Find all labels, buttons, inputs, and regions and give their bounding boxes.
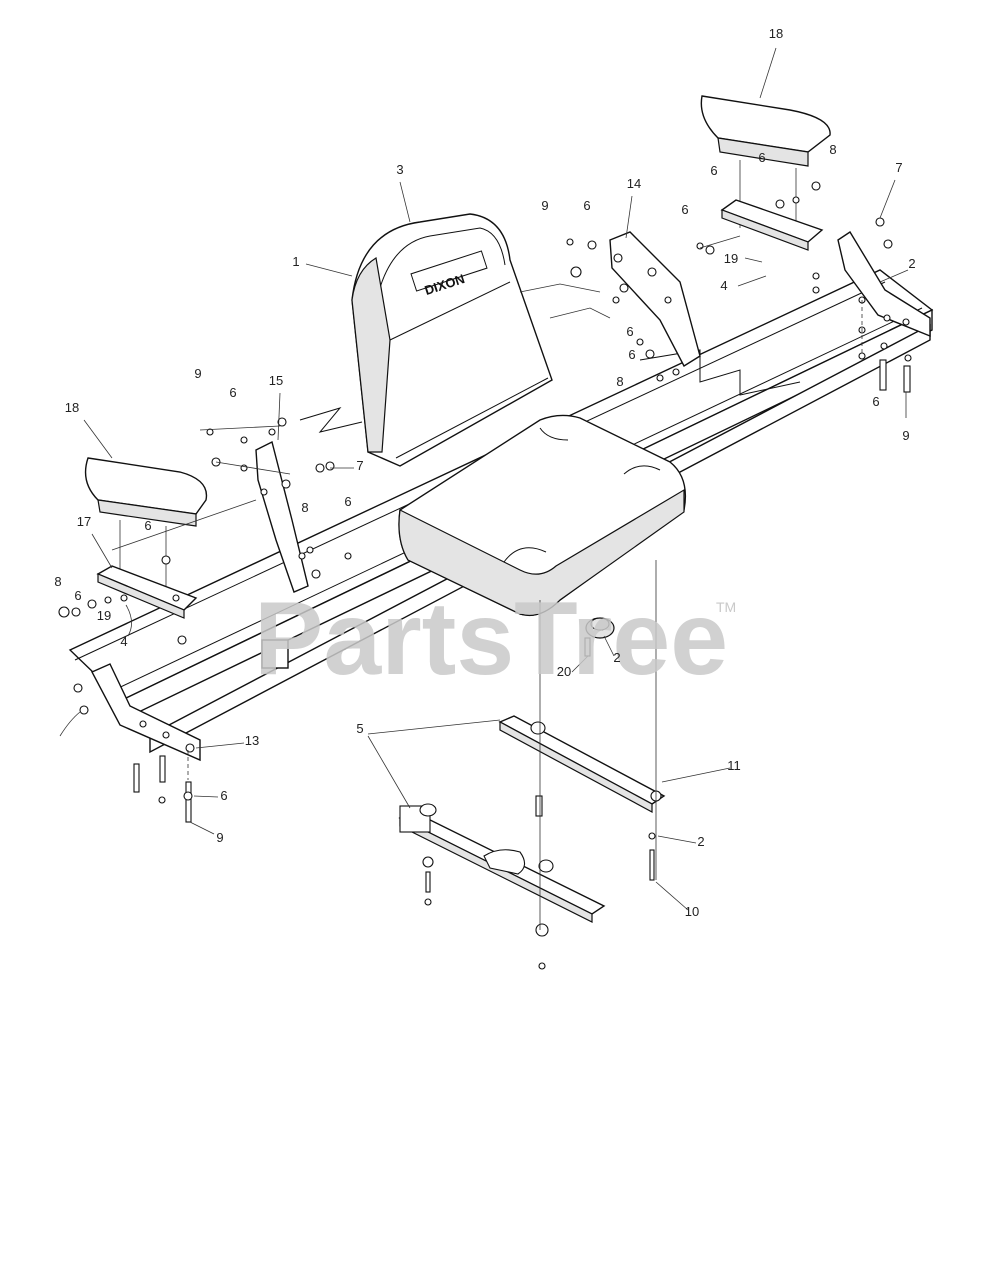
callout-c-6-right-low: 6 [872,394,879,409]
seat-slide-rail-lower [398,803,606,970]
callout-c-8-mid: 8 [616,374,623,389]
callout-c-7-left: 7 [356,458,363,473]
armrest-bracket-left [58,555,198,645]
callout-c-20: 20 [557,664,571,679]
callout-c-6-left-c: 6 [74,588,81,603]
callout-c-6-top-d: 6 [758,150,765,165]
callout-c-1: 1 [292,254,299,269]
left-frame-hardware [59,711,193,823]
callout-c-10: 10 [685,904,699,919]
callout-c-15: 15 [269,373,283,388]
callout-c-7-right: 7 [895,160,902,175]
callout-c-2-mid: 2 [613,650,620,665]
callout-c-17: 17 [77,514,91,529]
callout-c-6-left-mid: 6 [344,494,351,509]
left-mounting-bracket [73,663,201,762]
callout-c-9-left: 9 [194,366,201,381]
callout-c-13: 13 [245,733,259,748]
watermark-text: PartsTree [254,581,728,697]
seat-slide-rail-upper [498,715,666,817]
callout-c-4-left: 4 [120,634,127,649]
callout-c-5: 5 [356,721,363,736]
callout-c-6-top-b: 6 [681,202,688,217]
armrest-left [84,457,208,590]
callout-c-6-top-c: 6 [710,163,717,178]
callout-c-3: 3 [396,162,403,177]
callout-c-4-right: 4 [720,278,727,293]
seat-back: DIXON [351,213,553,467]
watermark-trademark: TM [716,599,736,615]
rail-right-hardware [648,832,656,881]
armrest-right [700,95,831,238]
callout-c-8-left: 8 [54,574,61,589]
callout-leaders [83,47,909,911]
callout-c-6-left-b: 6 [144,518,151,533]
callout-c-11: 11 [727,758,741,773]
callout-c-6-left-low: 6 [220,788,227,803]
callout-c-9-top: 9 [541,198,548,213]
callout-c-19-right: 19 [724,251,738,266]
callout-c-18-left: 18 [65,400,79,415]
callout-c-9-left-low: 9 [216,830,223,845]
callout-c-6-mid-a: 6 [626,324,633,339]
callout-c-6-top-a: 6 [583,198,590,213]
callout-c-8-top: 8 [829,142,836,157]
callout-c-14: 14 [627,176,641,191]
callout-c-18-right: 18 [769,26,783,41]
frame-post [261,639,289,669]
frame-cut-line-left [299,407,363,433]
callout-c-19-left: 19 [97,608,111,623]
right-mounting-bracket [837,231,931,338]
adjustment-knob [584,617,615,657]
right-frame-hardware [812,217,912,393]
callout-c-2-right: 2 [908,256,915,271]
callout-c-9-right-low: 9 [902,428,909,443]
callout-c-6-mid-b: 6 [628,347,635,362]
callout-c-6-left-a: 6 [229,385,236,400]
side-plate-left [111,417,352,593]
armrest-bracket-right [720,181,824,251]
seat-cushion [398,414,687,617]
callout-c-2-low: 2 [697,834,704,849]
side-plate-right [519,231,741,382]
callout-c-8-left-mid: 8 [301,500,308,515]
